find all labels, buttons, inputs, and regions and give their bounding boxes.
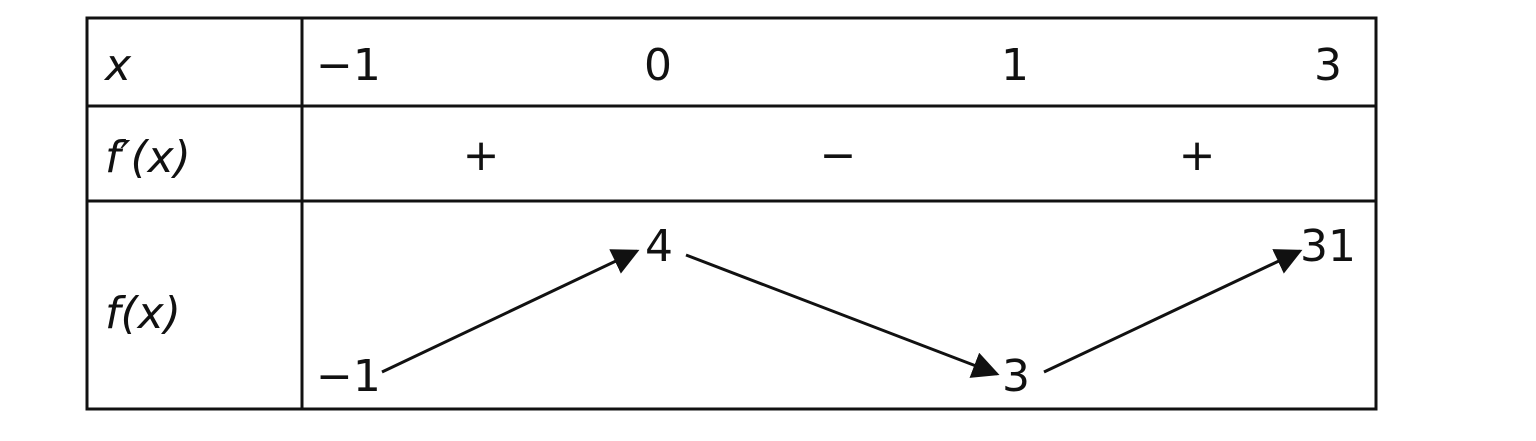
- x-value-2: 0: [644, 40, 672, 91]
- derivative-sign-3: +: [1179, 130, 1216, 181]
- function-value-1: −1: [316, 351, 381, 402]
- derivative-sign-2: −: [820, 130, 857, 181]
- table-frame: [85, 16, 1378, 411]
- x-value-3: 1: [1001, 40, 1029, 91]
- function-value-2: 4: [645, 221, 673, 272]
- row-label-x: x: [103, 40, 132, 91]
- derivative-sign-1: +: [463, 130, 500, 181]
- increase-arrow-2: [1043, 249, 1303, 374]
- function-value-3: 3: [1002, 351, 1030, 402]
- x-value-1: −1: [316, 40, 381, 91]
- row-label-function: f(x): [105, 288, 181, 339]
- row-label-derivative: f′(x): [105, 132, 191, 183]
- increase-arrow-1: [381, 249, 640, 374]
- decrease-arrow: [685, 253, 1000, 378]
- x-value-4: 3: [1314, 40, 1342, 91]
- function-value-4: 31: [1300, 221, 1356, 272]
